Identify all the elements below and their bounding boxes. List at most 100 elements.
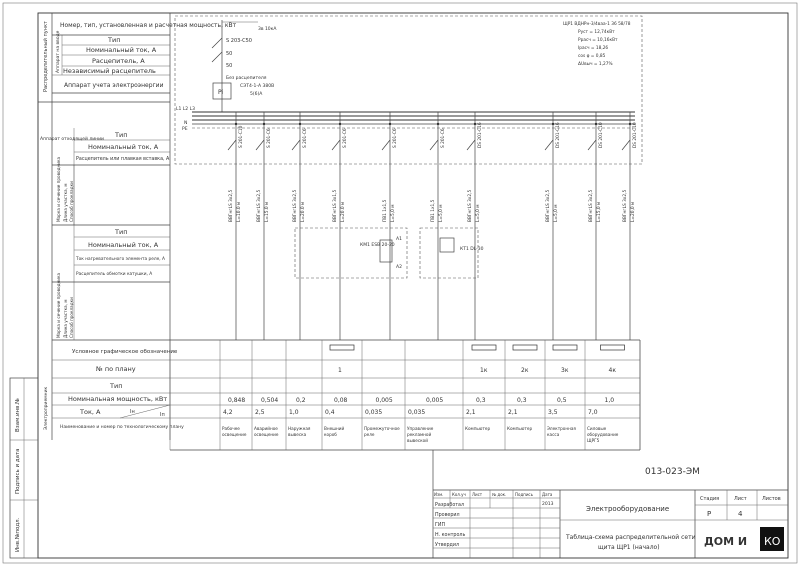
- a2-label: A2: [396, 264, 402, 270]
- line-length: L=5,0 м: [438, 205, 444, 222]
- relay-dash-box-2: [419, 227, 479, 279]
- receiver-current: 1,0: [289, 409, 299, 416]
- line-breaker: S 201-C6: [266, 128, 272, 148]
- drawing-border: [37, 12, 789, 559]
- breaker-contact: [227, 139, 237, 151]
- line-breaker: DS 201-C16: [555, 122, 561, 148]
- receiver-plan-no: 3к: [561, 367, 569, 374]
- row-current-ip: Iп: [160, 412, 165, 418]
- line-cable: ВВГнгLS 3x2,5: [228, 190, 234, 222]
- title-block-role: Н. контроль: [435, 532, 465, 538]
- panel-du: ΔUвыч = 1,27%: [578, 61, 613, 67]
- title-block-col: Кол.уч: [452, 492, 466, 497]
- stage-value: Р: [707, 510, 711, 518]
- title-block: 013-023-ЭМ Электрооборудование Таблица-с…: [432, 450, 788, 558]
- input-rating-a: 50: [226, 51, 232, 57]
- receiver-power: 0,08: [334, 397, 348, 404]
- line-breaker: S 201-C10: [238, 125, 244, 148]
- receiver-plan-no: 1: [338, 367, 342, 374]
- title-block-role: Разработал: [435, 502, 464, 508]
- logo-letters: КО: [764, 535, 781, 548]
- receiver-current: 4,2: [223, 409, 233, 416]
- a1-label: A1: [396, 236, 402, 242]
- line-cable: ВВГнгLS 3x2,5: [467, 190, 473, 222]
- row-type-3: Тип: [109, 382, 122, 390]
- breaker-contact: [466, 139, 476, 151]
- relay-area: КМ1 ESB 20-20 КТ1 DL-30 A1 A2: [294, 227, 484, 279]
- row-type-2: Тип: [114, 131, 127, 139]
- km1-label: КМ1 ESB 20-20: [360, 242, 395, 248]
- bus-pe-label: PE: [182, 126, 188, 132]
- line-cable: ВВГнгLS 3x1,5: [332, 190, 338, 222]
- receiver-current: 0,035: [408, 409, 425, 416]
- receiver-power: 0,3: [517, 397, 527, 404]
- object-name: Электрооборудование: [586, 505, 669, 513]
- breaker-contact: [291, 139, 301, 151]
- row-release: Расцепитель, А: [92, 57, 145, 65]
- sheet-value: 4: [738, 510, 743, 518]
- title-block-role: Проверил: [435, 512, 460, 518]
- line-cable: ПВ1 1x1,5: [382, 199, 388, 222]
- line-length: L=5,0 м: [390, 205, 396, 222]
- line-length: L=20.0 м: [300, 202, 306, 222]
- receiver-power: 0,3: [476, 397, 486, 404]
- input-ka: 3в 10кА: [258, 26, 277, 32]
- receiver-symbol: [329, 344, 355, 351]
- meter-rating: 5(6)А: [250, 91, 263, 97]
- line-breaker: S 201-C6: [392, 128, 398, 148]
- receiver-name: Компьютер: [507, 426, 532, 431]
- busbars: L1 L2 L3 N PE: [176, 106, 635, 132]
- panel-name: ЩР1 ВДНРн-3/4ваа-1 36 58/78: [563, 21, 631, 27]
- input-rating-b: 50: [226, 63, 232, 69]
- row-nominal-current-2: Номинальный ток, А: [88, 143, 159, 151]
- title-block-role: ГИП: [435, 522, 446, 528]
- line-length: L=15,0 м: [596, 202, 602, 222]
- row-release-2: Расцепитель или плавкая вставка, А: [76, 156, 170, 162]
- bus-n-label: N: [184, 120, 187, 126]
- receiver-current: 2,1: [508, 409, 518, 416]
- breaker-contact: [621, 139, 631, 151]
- cable-group-1c-label: Способ прокладки: [69, 181, 74, 222]
- panel-pust: Руст = 12,74кВт: [578, 29, 615, 35]
- row-starter-nominal: Номинальный ток, А: [88, 241, 159, 249]
- sheet-title-1: Таблица-схема распределительной сети: [565, 534, 696, 541]
- company-name: ДОМ И: [704, 535, 747, 548]
- cable-group-2c-label: Способ прокладки: [69, 297, 74, 338]
- receiver-plan-no: 1к: [480, 367, 488, 374]
- row-title-power: Номер, тип, установленная и расчетная мо…: [60, 22, 237, 29]
- line-length: L=15.0 м: [264, 202, 270, 222]
- input-apparatus: Pi S 203-C50 3в 10кА 50 50 Без расцепите…: [211, 20, 277, 112]
- receiver-current: 7,0: [588, 409, 598, 416]
- receiver-power: 1,0: [605, 397, 615, 404]
- receiver-power: 0,848: [228, 397, 245, 404]
- row-starter-heat: Ток нагревательного элемента реле, А: [75, 256, 165, 262]
- row-current-in: Iн: [130, 409, 135, 415]
- receiver-power: 0,005: [426, 397, 443, 404]
- receiver-power: 0,5: [557, 397, 567, 404]
- sheet-title-2: щита ЩР1 (начало): [598, 544, 660, 551]
- input-no-release: Без расцепителя: [226, 75, 267, 81]
- row-nominal-power: Номинальная мощность, кВт: [68, 395, 167, 403]
- title-block-col: № док.: [492, 492, 506, 497]
- row-symbol: Условное графическое обозначение: [72, 349, 178, 355]
- line-breaker: S 201-C6: [302, 128, 308, 148]
- line-cable: ВВГнгLS 3x2,5: [292, 190, 298, 222]
- receiver-name: Компьютер: [465, 426, 490, 431]
- panel-enclosure: [174, 15, 643, 165]
- breaker-contact: [544, 139, 554, 151]
- stage-label: Стадия: [700, 496, 719, 502]
- line-length: L=20.0 м: [340, 202, 346, 222]
- line-breaker: S 201-C6: [440, 128, 446, 148]
- row-type: Тип: [107, 36, 120, 44]
- line-length: L=5,0 м: [553, 205, 559, 222]
